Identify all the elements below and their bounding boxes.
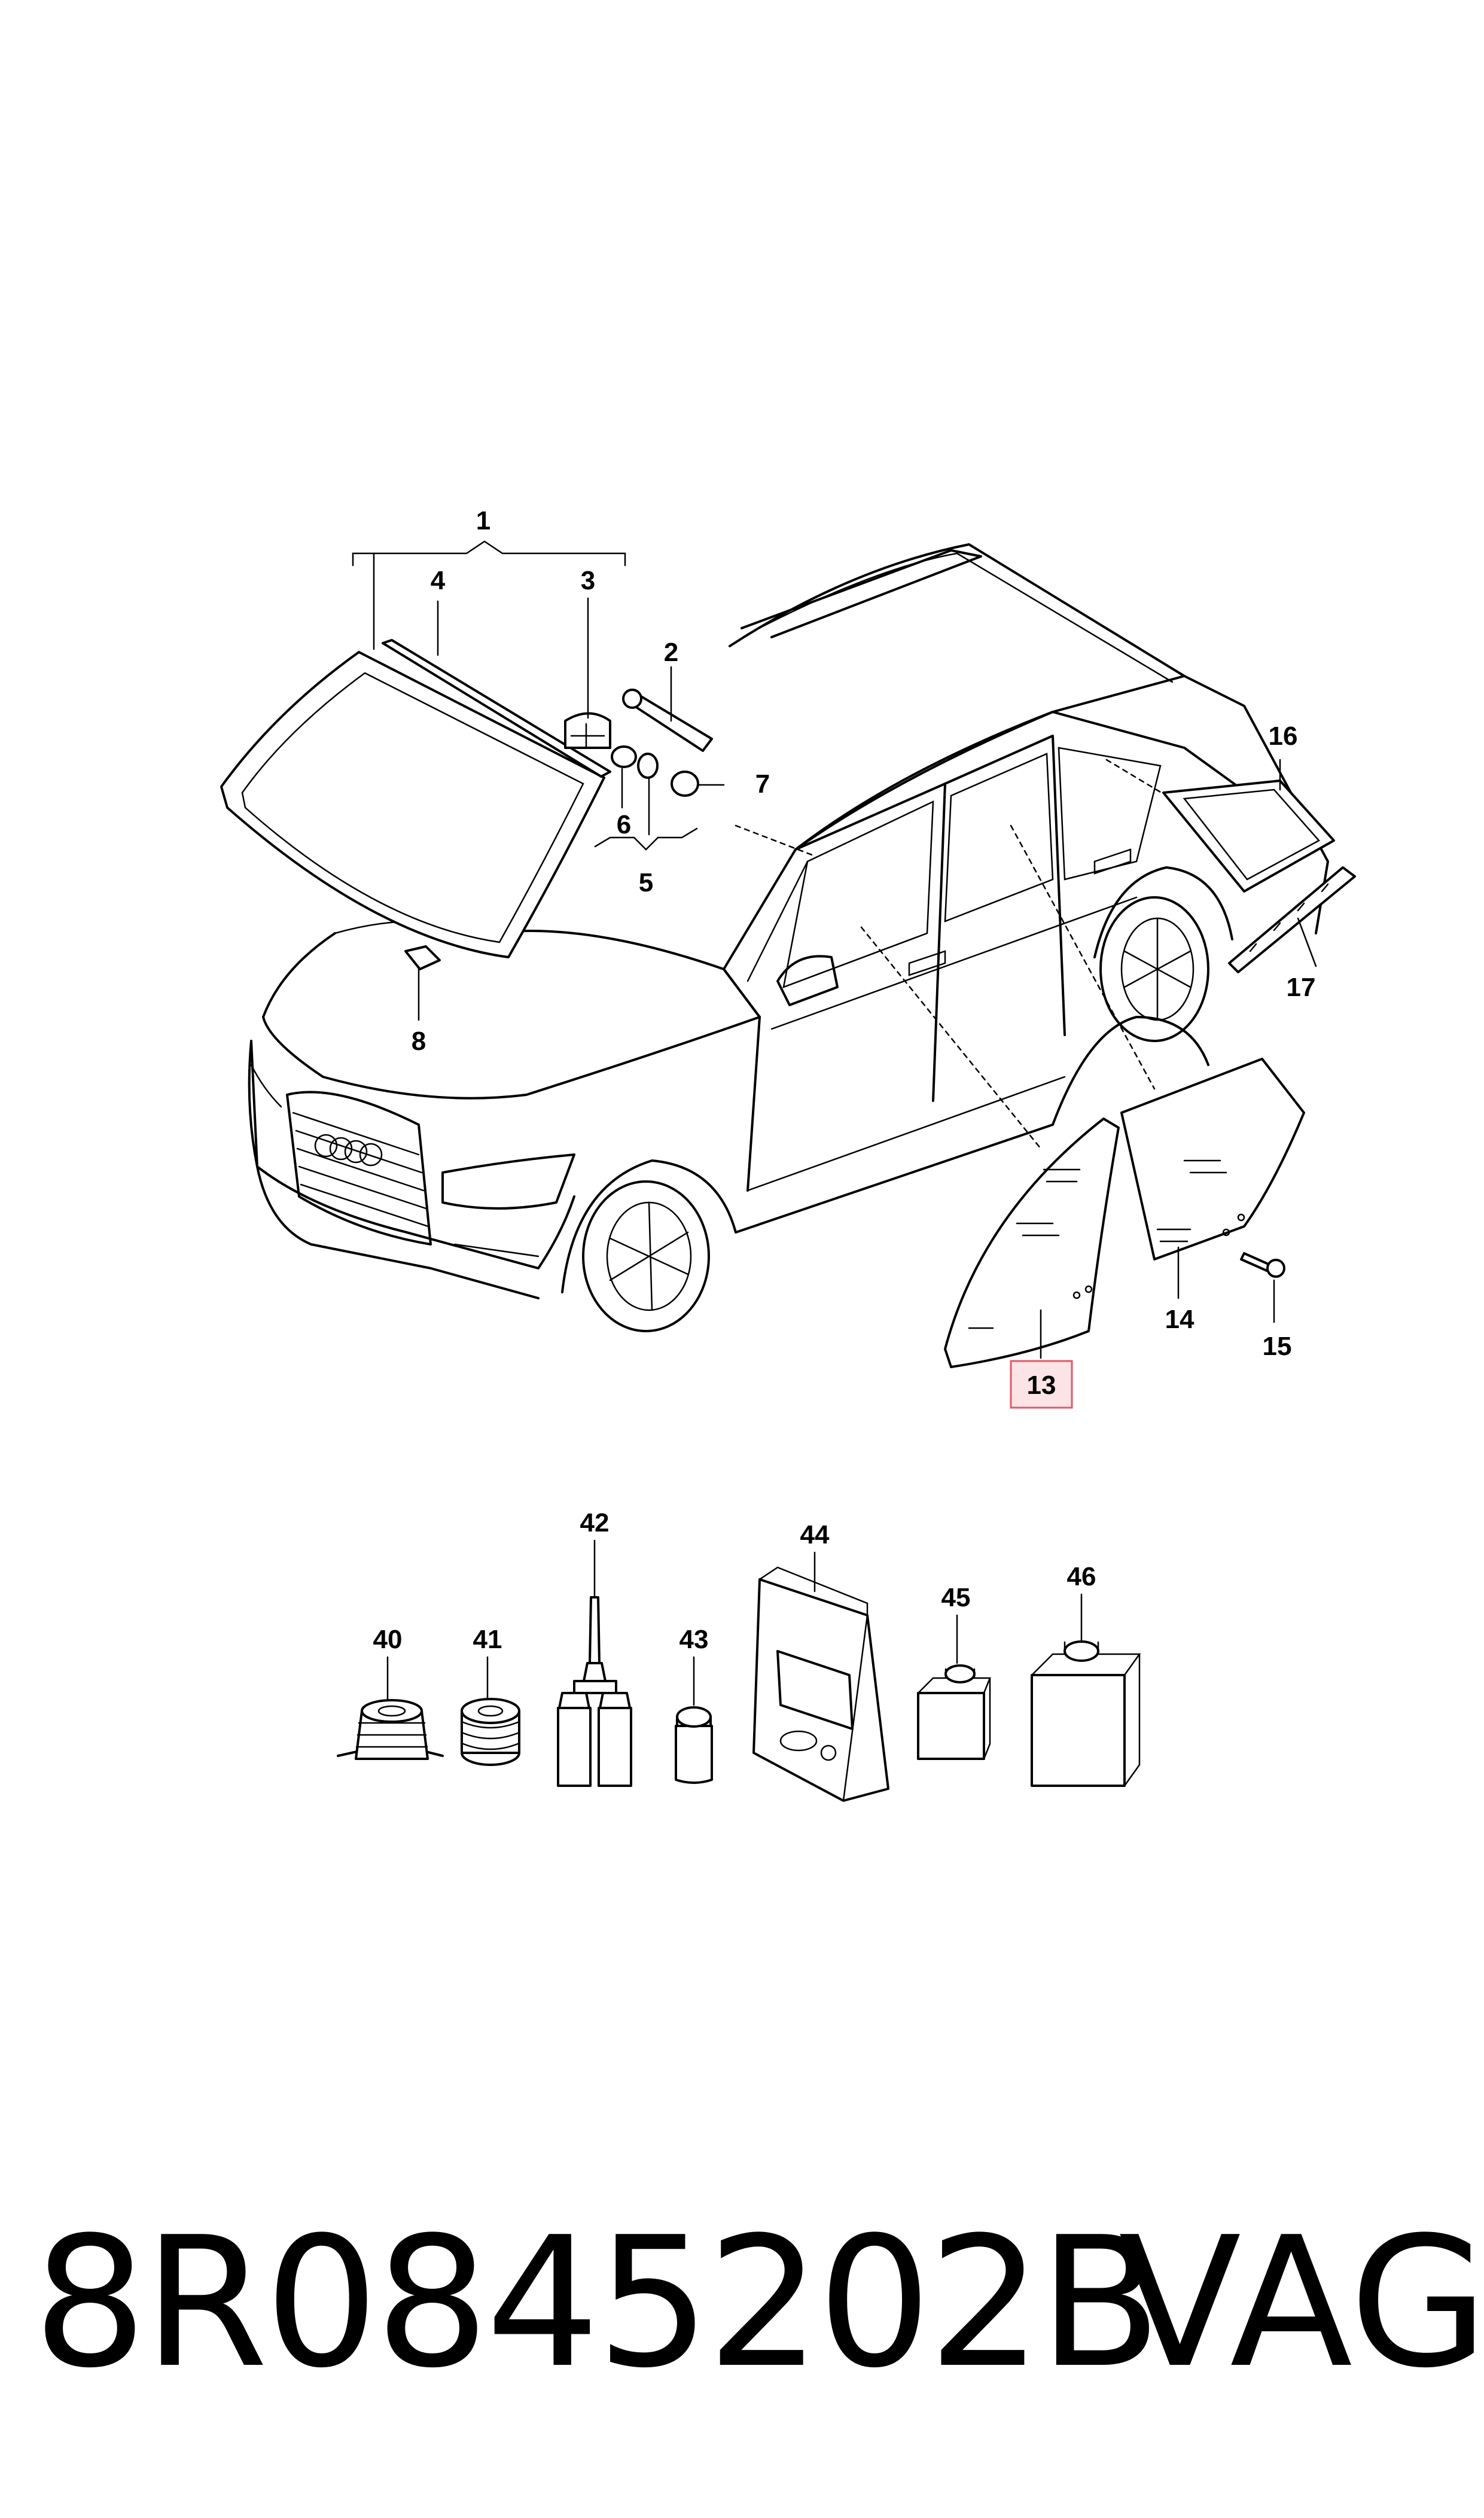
clip-parts (611, 745, 699, 797)
callout-42: 42 (580, 1508, 610, 1537)
callout-14: 14 (1165, 1305, 1194, 1334)
callout-17-leader (1297, 917, 1317, 967)
callout-6: 6 (617, 810, 631, 839)
adhesive-cartridge (557, 1596, 632, 1787)
sealing-cord-roll (337, 1699, 444, 1760)
callout-16: 16 (1269, 721, 1298, 751)
cutting-wire-coil (461, 1698, 520, 1766)
callout-3: 3 (581, 566, 595, 595)
large-canister (1031, 1640, 1141, 1787)
callout-15: 15 (1263, 1332, 1292, 1361)
callout-40: 40 (373, 1625, 403, 1654)
callout-5-bracket (594, 827, 698, 851)
brand-label: VAG (1119, 2199, 1484, 2407)
callout-4: 4 (431, 566, 446, 595)
callout-44: 44 (800, 1520, 830, 1549)
mirror-mount (404, 945, 441, 970)
bolt (1240, 1252, 1285, 1278)
small-canister (917, 1664, 991, 1760)
callout-46: 46 (1067, 1562, 1096, 1591)
rear-door-glass (1120, 1058, 1305, 1260)
callout-17: 17 (1287, 973, 1316, 1002)
quarter-seal (1228, 866, 1356, 973)
callout-1-bracket (352, 540, 626, 567)
callout-8: 8 (412, 1027, 426, 1056)
front-door-glass (944, 1118, 1120, 1368)
callout-5: 5 (639, 868, 653, 897)
rain-sensor-cable (622, 689, 713, 752)
primer-bottle (675, 1706, 713, 1784)
vehicle-illustration (248, 543, 1329, 1332)
quarter-glass (1162, 780, 1335, 893)
part-number: 8R0845202B (33, 2199, 1162, 2407)
callout-43: 43 (679, 1625, 709, 1654)
callout-45: 45 (941, 1583, 971, 1612)
sensor-housing (564, 712, 611, 749)
callout-1: 1 (476, 506, 490, 535)
callout-13-highlight[interactable]: 13 (1010, 1360, 1073, 1409)
repair-kit-pack (752, 1566, 889, 1802)
callout-7: 7 (755, 769, 770, 799)
callout-41: 41 (473, 1625, 502, 1654)
windshield (220, 639, 611, 958)
callout-2: 2 (664, 638, 678, 667)
callout-13: 13 (1027, 1371, 1056, 1400)
